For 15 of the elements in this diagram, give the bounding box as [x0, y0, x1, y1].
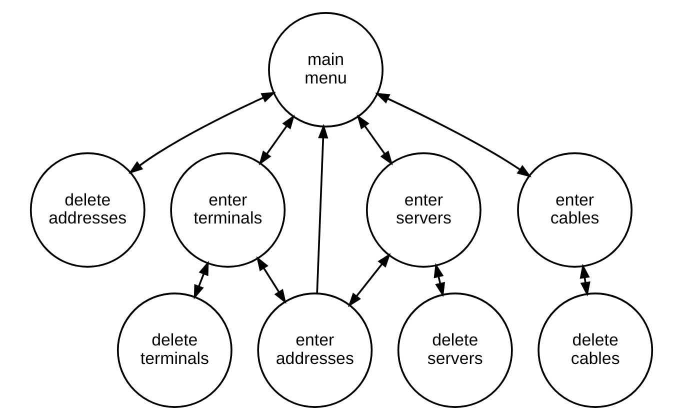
node-circle: delete cables — [538, 292, 654, 408]
arrow — [316, 124, 328, 294]
arrow — [580, 264, 590, 296]
arrow — [258, 114, 295, 166]
arrow — [375, 92, 532, 178]
node-circle: delete terminals — [116, 292, 232, 408]
arrow — [356, 114, 393, 166]
node-circle: delete servers — [397, 292, 513, 408]
node-circle: enter terminals — [170, 152, 286, 268]
arrow — [128, 92, 276, 174]
arrow — [348, 253, 391, 308]
arrow — [194, 260, 209, 300]
arrow — [256, 256, 286, 304]
node-circle: main menu — [268, 12, 384, 128]
arrow — [434, 263, 446, 298]
